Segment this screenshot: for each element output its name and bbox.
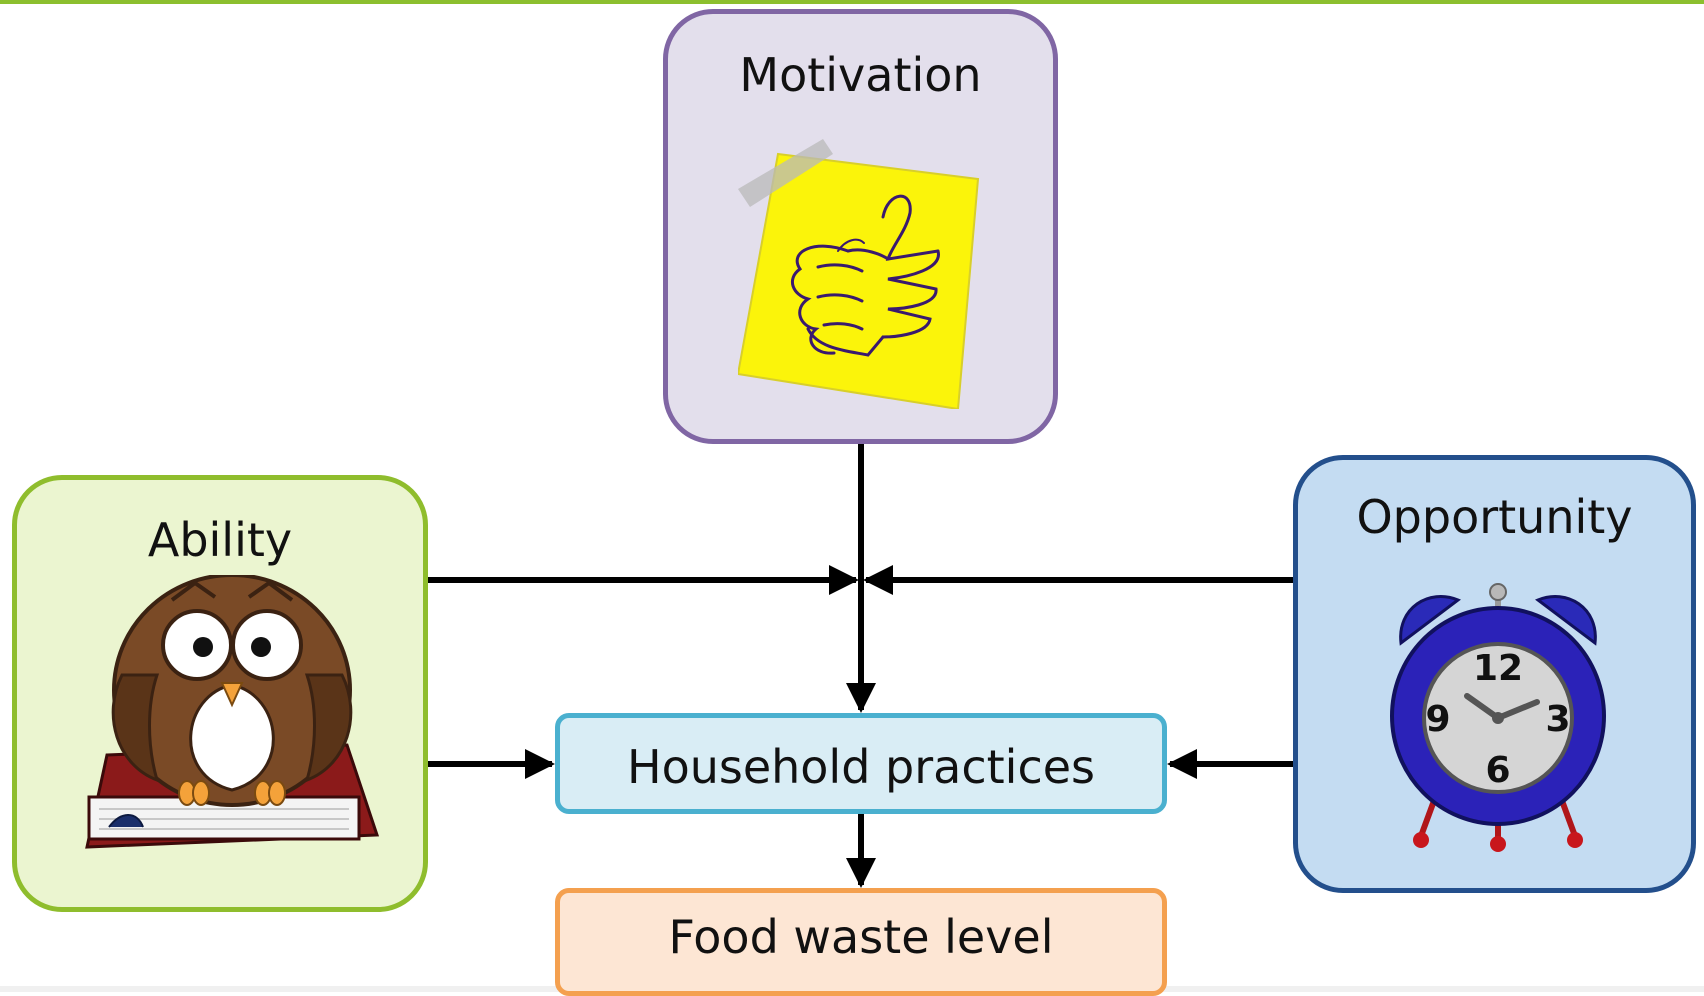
food-waste-level-label: Food waste level — [668, 910, 1054, 964]
motivation-node: Motivation — [663, 9, 1058, 444]
thumbs-up-sticky-note-icon — [738, 139, 980, 409]
household-practices-node: Household practices — [555, 713, 1167, 814]
clock-numeral-3: 3 — [1545, 699, 1570, 740]
owl-on-book-icon — [85, 575, 380, 849]
alarm-clock-icon: 12 3 6 9 — [1390, 583, 1606, 852]
household-practices-label: Household practices — [626, 740, 1096, 794]
food-waste-level-node: Food waste level — [555, 888, 1167, 996]
clock-numeral-9: 9 — [1425, 699, 1450, 740]
clock-numeral-12: 12 — [1473, 648, 1523, 689]
clock-numeral-6: 6 — [1485, 750, 1510, 791]
top-accent-rule — [0, 0, 1704, 4]
ability-node: Ability — [12, 475, 428, 912]
ability-label: Ability — [147, 513, 293, 567]
motivation-label: Motivation — [739, 48, 982, 102]
opportunity-node: Opportunity 12 3 6 9 — [1293, 455, 1696, 893]
opportunity-label: Opportunity — [1356, 490, 1633, 544]
